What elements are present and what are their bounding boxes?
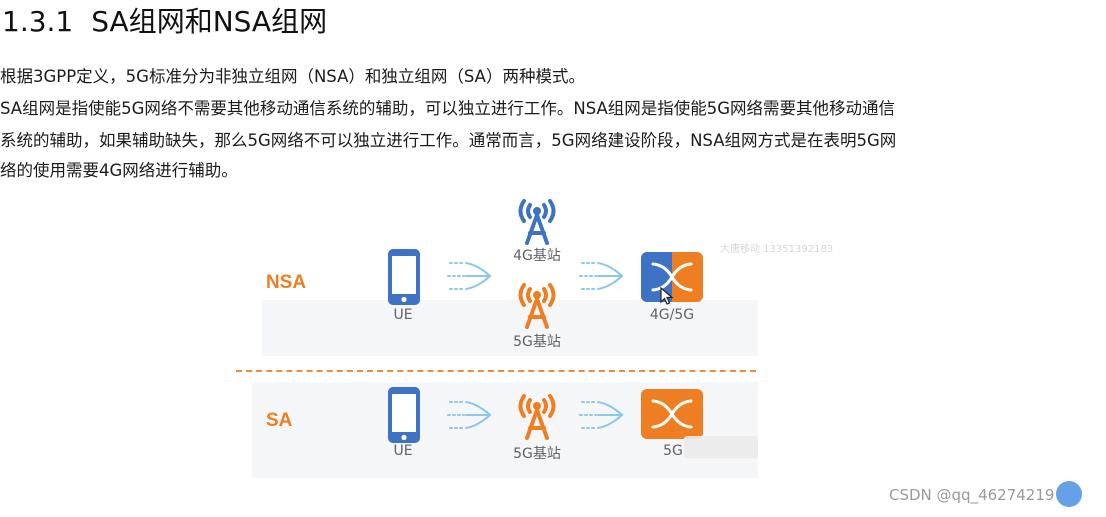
paragraph-sa-nsa-line2: 系统的辅助，如果辅助缺失，那么5G网络不可以独立进行工作。通常而言，5G网络建设…	[0, 131, 897, 150]
nsa-band	[262, 300, 758, 356]
mouse-cursor-icon	[660, 287, 674, 305]
core-switch-icon	[641, 252, 703, 302]
sa-ue-label: UE	[393, 443, 413, 459]
section-heading: 1.3.1 SA组网和NSA组网	[2, 4, 327, 40]
phone-icon	[388, 387, 420, 443]
sa-core-label: 5G	[663, 443, 683, 459]
nsa-core-label: 4G/5G	[649, 307, 695, 323]
redacted-area	[684, 436, 758, 458]
signal-arrows-icon	[447, 401, 492, 429]
nsa-ue-label: UE	[393, 307, 413, 323]
sa-5g-station-label: 5G基站	[513, 446, 561, 462]
sa-label: SA	[266, 410, 293, 431]
watermark-text: 大唐移动 13351392183	[720, 244, 834, 255]
core-switch-icon	[641, 389, 703, 439]
paragraph-sa-nsa-line1: SA组网是指使能5G网络不需要其他移动通信系统的辅助，可以独立进行工作。NSA组…	[0, 99, 896, 118]
paragraph-sa-nsa-line3: 络的使用需要4G网络进行辅助。	[0, 161, 238, 180]
nsa-label: NSA	[266, 272, 307, 293]
antenna-tower-icon	[518, 283, 556, 329]
divider-dashed-line	[236, 370, 756, 372]
antenna-tower-icon	[518, 394, 556, 440]
signal-arrows-icon	[447, 262, 492, 290]
section-number: 1.3.1	[2, 5, 74, 38]
nsa-5g-station-label: 5G基站	[513, 334, 561, 350]
paragraph-definition: 根据3GPP定义，5G标准分为非独立组网（NSA）和独立组网（SA）两种模式。	[0, 67, 585, 86]
section-title: SA组网和NSA组网	[91, 5, 328, 38]
csdn-credit: CSDN @qq_46274219	[889, 486, 1055, 504]
signal-arrows-icon	[579, 262, 624, 290]
floating-assistant-button[interactable]	[1056, 481, 1082, 507]
antenna-tower-icon	[518, 199, 556, 245]
phone-icon	[388, 249, 420, 305]
nsa-4g-station-label: 4G基站	[513, 248, 561, 264]
signal-arrows-icon	[579, 401, 624, 429]
